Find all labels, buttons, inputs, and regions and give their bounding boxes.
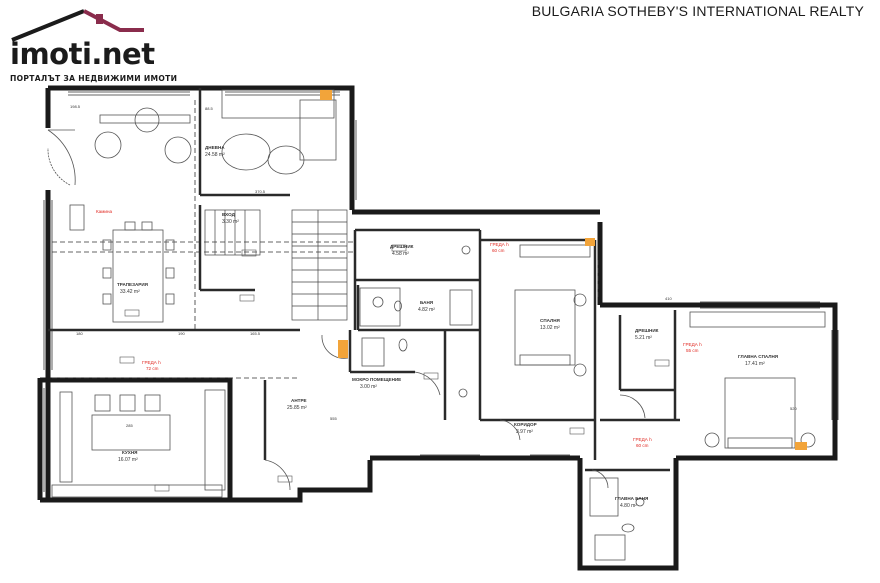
beam-note-2-height: 60 cm — [492, 248, 505, 253]
room-bath2-area: 4.80 m² — [620, 503, 637, 509]
room-bath-area: 4.82 m² — [418, 307, 435, 313]
room-wardrobe1-area: 4.58 m² — [392, 251, 409, 257]
dim-2: 88.5 — [205, 106, 214, 111]
kitchen-furniture — [51, 389, 226, 498]
fireplace-note: Камина — [96, 209, 112, 214]
room-hall-name: АНТРЕ — [291, 398, 307, 403]
dim-1: 198.5 — [70, 104, 81, 109]
beam-note-3-height: 55 cm — [686, 348, 699, 353]
room-bedroom-name: СПАЛНЯ — [540, 318, 560, 323]
bathroom-fixtures — [359, 245, 645, 561]
room-living-name: ДНЕВНА — [205, 145, 225, 150]
dim-7: 555 — [330, 416, 337, 421]
beam-note-3: ГРЕДА h — [683, 342, 702, 347]
house-roof-icon — [11, 9, 144, 42]
interior-walls — [48, 88, 680, 472]
beam-note-1-height: 72 cm — [146, 366, 159, 371]
room-wc-area: 3.00 m² — [360, 384, 377, 390]
beam-notes: ГРЕДА h 72 cm ГРЕДА h 60 cm ГРЕДА h 55 c… — [96, 209, 702, 448]
room-labels: ДНЕВНА 24.58 m² ТРАПЕЗАРИЯ 33.42 m² КУХН… — [117, 145, 778, 509]
exterior-walls — [37, 85, 838, 571]
room-wardrobe2-area: 5.21 m² — [635, 335, 652, 341]
dim-10: 520 — [790, 406, 797, 411]
room-master-area: 17.41 m² — [745, 361, 765, 367]
dim-4: 180 — [76, 331, 83, 336]
doors — [47, 129, 646, 491]
room-bedroom-area: 13.02 m² — [540, 325, 560, 331]
room-master-name: ГЛАВНА СПАЛНЯ — [738, 354, 778, 359]
room-corridor-area: 3.97 m² — [516, 429, 533, 435]
room-stairwell-name: ВХОД — [222, 212, 236, 217]
beam-note-2: ГРЕДА h — [490, 242, 509, 247]
orange-markers — [320, 90, 807, 450]
dim-6: 165.5 — [250, 331, 261, 336]
dimension-labels: 198.5 88.5 370.5 180 190 165.5 555 285 4… — [70, 104, 797, 428]
room-bath2-name: ГЛАВНА БАНЯ — [615, 496, 648, 501]
dim-3: 370.5 — [255, 189, 266, 194]
room-wardrobe1-name: ДРЕШНИК — [390, 244, 414, 249]
dim-8: 285 — [126, 423, 133, 428]
room-stairwell-area: 3.30 m² — [222, 219, 239, 225]
beam-note-4-height: 60 cm — [636, 443, 649, 448]
beam-note-4: ГРЕДА h — [633, 437, 652, 442]
room-wc-name: МОКРО ПОМЕЩЕНИЕ — [352, 377, 401, 382]
beam-note-1: ГРЕДА h — [142, 360, 161, 365]
dim-5: 190 — [178, 331, 185, 336]
level-tags — [119, 244, 670, 492]
room-living-area: 24.58 m² — [205, 152, 225, 158]
staircase — [204, 209, 348, 321]
room-dining-name: ТРАПЕЗАРИЯ — [117, 282, 148, 287]
room-dining-area: 33.42 m² — [120, 289, 140, 295]
agency-watermark: BULGARIA SOTHEBY'S INTERNATIONAL REALTY — [531, 3, 864, 19]
room-kitchen-name: КУХНЯ — [122, 450, 137, 455]
dining-furniture — [69, 204, 175, 323]
beam-lines — [52, 100, 599, 379]
logo-tagline: ПОРТАЛЪТ ЗА НЕДВИЖИМИ ИМОТИ — [10, 74, 178, 83]
room-corridor-name: КОРИДОР — [514, 422, 537, 427]
dim-9: 410 — [665, 296, 672, 301]
room-bath-name: БАНЯ — [420, 300, 433, 305]
logo-text: imoti.net — [10, 37, 155, 71]
room-kitchen-area: 16.07 m² — [118, 457, 138, 463]
bedroom-furniture — [514, 244, 826, 449]
site-logo[interactable]: imoti.net ПОРТАЛЪТ ЗА НЕДВИЖИМИ ИМОТИ — [8, 8, 178, 88]
room-hall-area: 25.85 m² — [287, 405, 307, 411]
room-wardrobe2-name: ДРЕШНИК — [635, 328, 659, 333]
living-furniture — [94, 89, 337, 175]
